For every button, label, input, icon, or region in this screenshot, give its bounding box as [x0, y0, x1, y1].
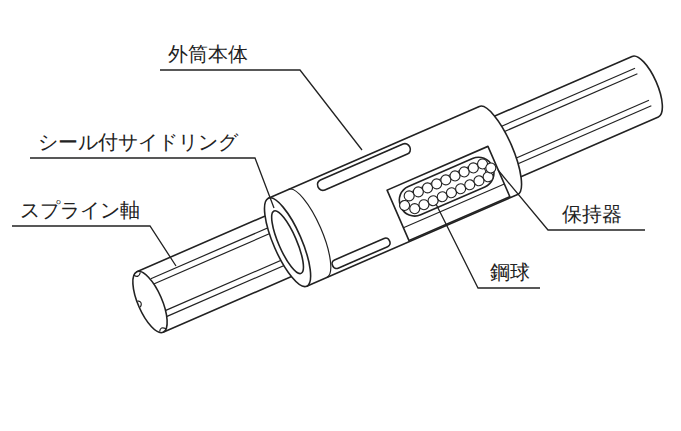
steel-balls [395, 155, 500, 218]
retainer [395, 153, 499, 221]
seal-lip [266, 207, 310, 277]
leader-line [436, 204, 540, 288]
part-label: スプライン軸 [20, 198, 140, 222]
seal-side-ring [256, 193, 320, 292]
part-label: 鋼球 [490, 260, 530, 284]
shaft-edge-in-cutaway [403, 184, 504, 228]
spline-grooves [149, 68, 651, 317]
lower-slot [331, 237, 391, 270]
leader-lines [12, 70, 645, 288]
shaft-end-face [126, 267, 174, 337]
part-label: 外筒本体 [168, 42, 248, 66]
cutaway-window [387, 146, 510, 240]
shaft-end-notches [128, 272, 166, 335]
leader-line [12, 226, 176, 266]
part-label: シール付サイドリング [38, 130, 238, 154]
leader-line [498, 170, 645, 230]
part-label: 保持器 [562, 202, 622, 226]
keyway-slot [316, 142, 412, 192]
spline-shaft [137, 52, 670, 333]
